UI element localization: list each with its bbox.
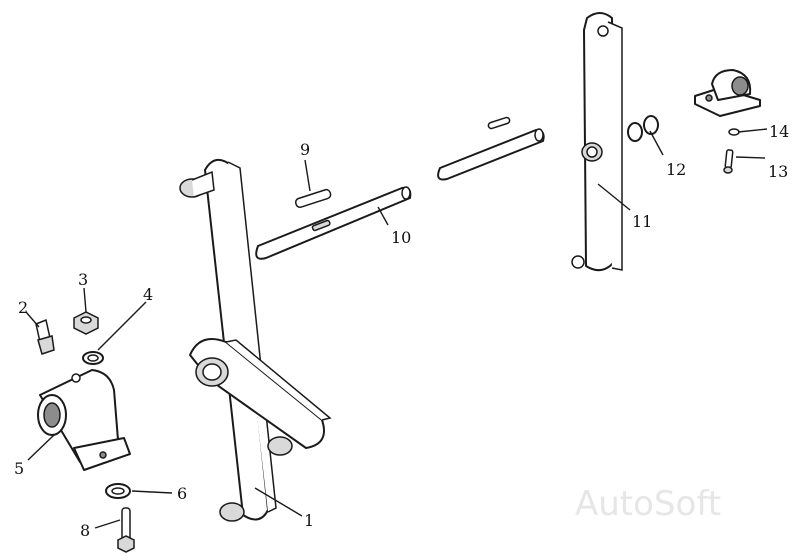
callout-5: 5 bbox=[14, 459, 24, 478]
small-nut-14 bbox=[728, 128, 740, 136]
screw-13 bbox=[723, 149, 734, 174]
crank-link bbox=[189, 338, 332, 456]
callout-labels: 9 10 11 12 13 14 2 3 4 5 6 8 1 bbox=[14, 122, 789, 540]
callout-9: 9 bbox=[300, 140, 310, 159]
bolt-8 bbox=[117, 507, 135, 553]
main-lever-1 bbox=[179, 159, 277, 522]
callout-13: 13 bbox=[768, 162, 788, 181]
callout-1: 1 bbox=[304, 511, 314, 530]
leader-lines bbox=[25, 128, 768, 529]
grease-fitting-2 bbox=[35, 318, 55, 355]
callout-14: 14 bbox=[769, 122, 789, 141]
callout-10: 10 bbox=[391, 228, 411, 247]
bearing-housing-5 bbox=[37, 369, 131, 471]
key-9 bbox=[294, 188, 332, 209]
callout-6: 6 bbox=[177, 484, 187, 503]
lever-plate-11 bbox=[571, 12, 623, 272]
key-upper bbox=[487, 116, 511, 130]
callout-4: 4 bbox=[143, 285, 153, 304]
long-shaft-10 bbox=[255, 186, 412, 260]
callout-3: 3 bbox=[78, 270, 88, 289]
callout-11: 11 bbox=[632, 212, 652, 231]
short-shaft-10 bbox=[437, 128, 545, 181]
watermark: AutoSoft bbox=[575, 484, 721, 524]
callout-12: 12 bbox=[666, 160, 686, 179]
callout-8: 8 bbox=[80, 521, 90, 540]
callout-2: 2 bbox=[18, 298, 28, 317]
pillow-block bbox=[694, 69, 761, 117]
